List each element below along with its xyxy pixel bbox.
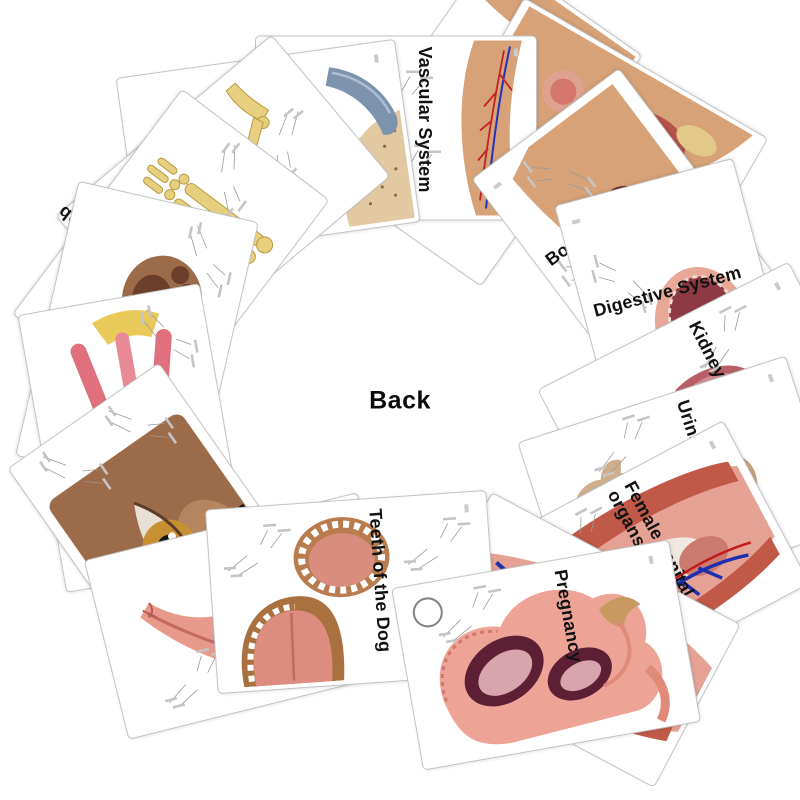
card-number-mark <box>514 48 518 57</box>
card-teeth-of-the-dog: Teeth of the Dog <box>204 489 500 695</box>
teeth-of-the-dog-illustration <box>220 515 475 688</box>
pregnancy-illustration <box>431 581 670 745</box>
center-back-label: Back <box>369 386 431 415</box>
card-number-mark <box>464 504 469 513</box>
card-title: Vascular System <box>415 46 435 193</box>
card-pregnancy: Pregnancy <box>391 539 701 771</box>
